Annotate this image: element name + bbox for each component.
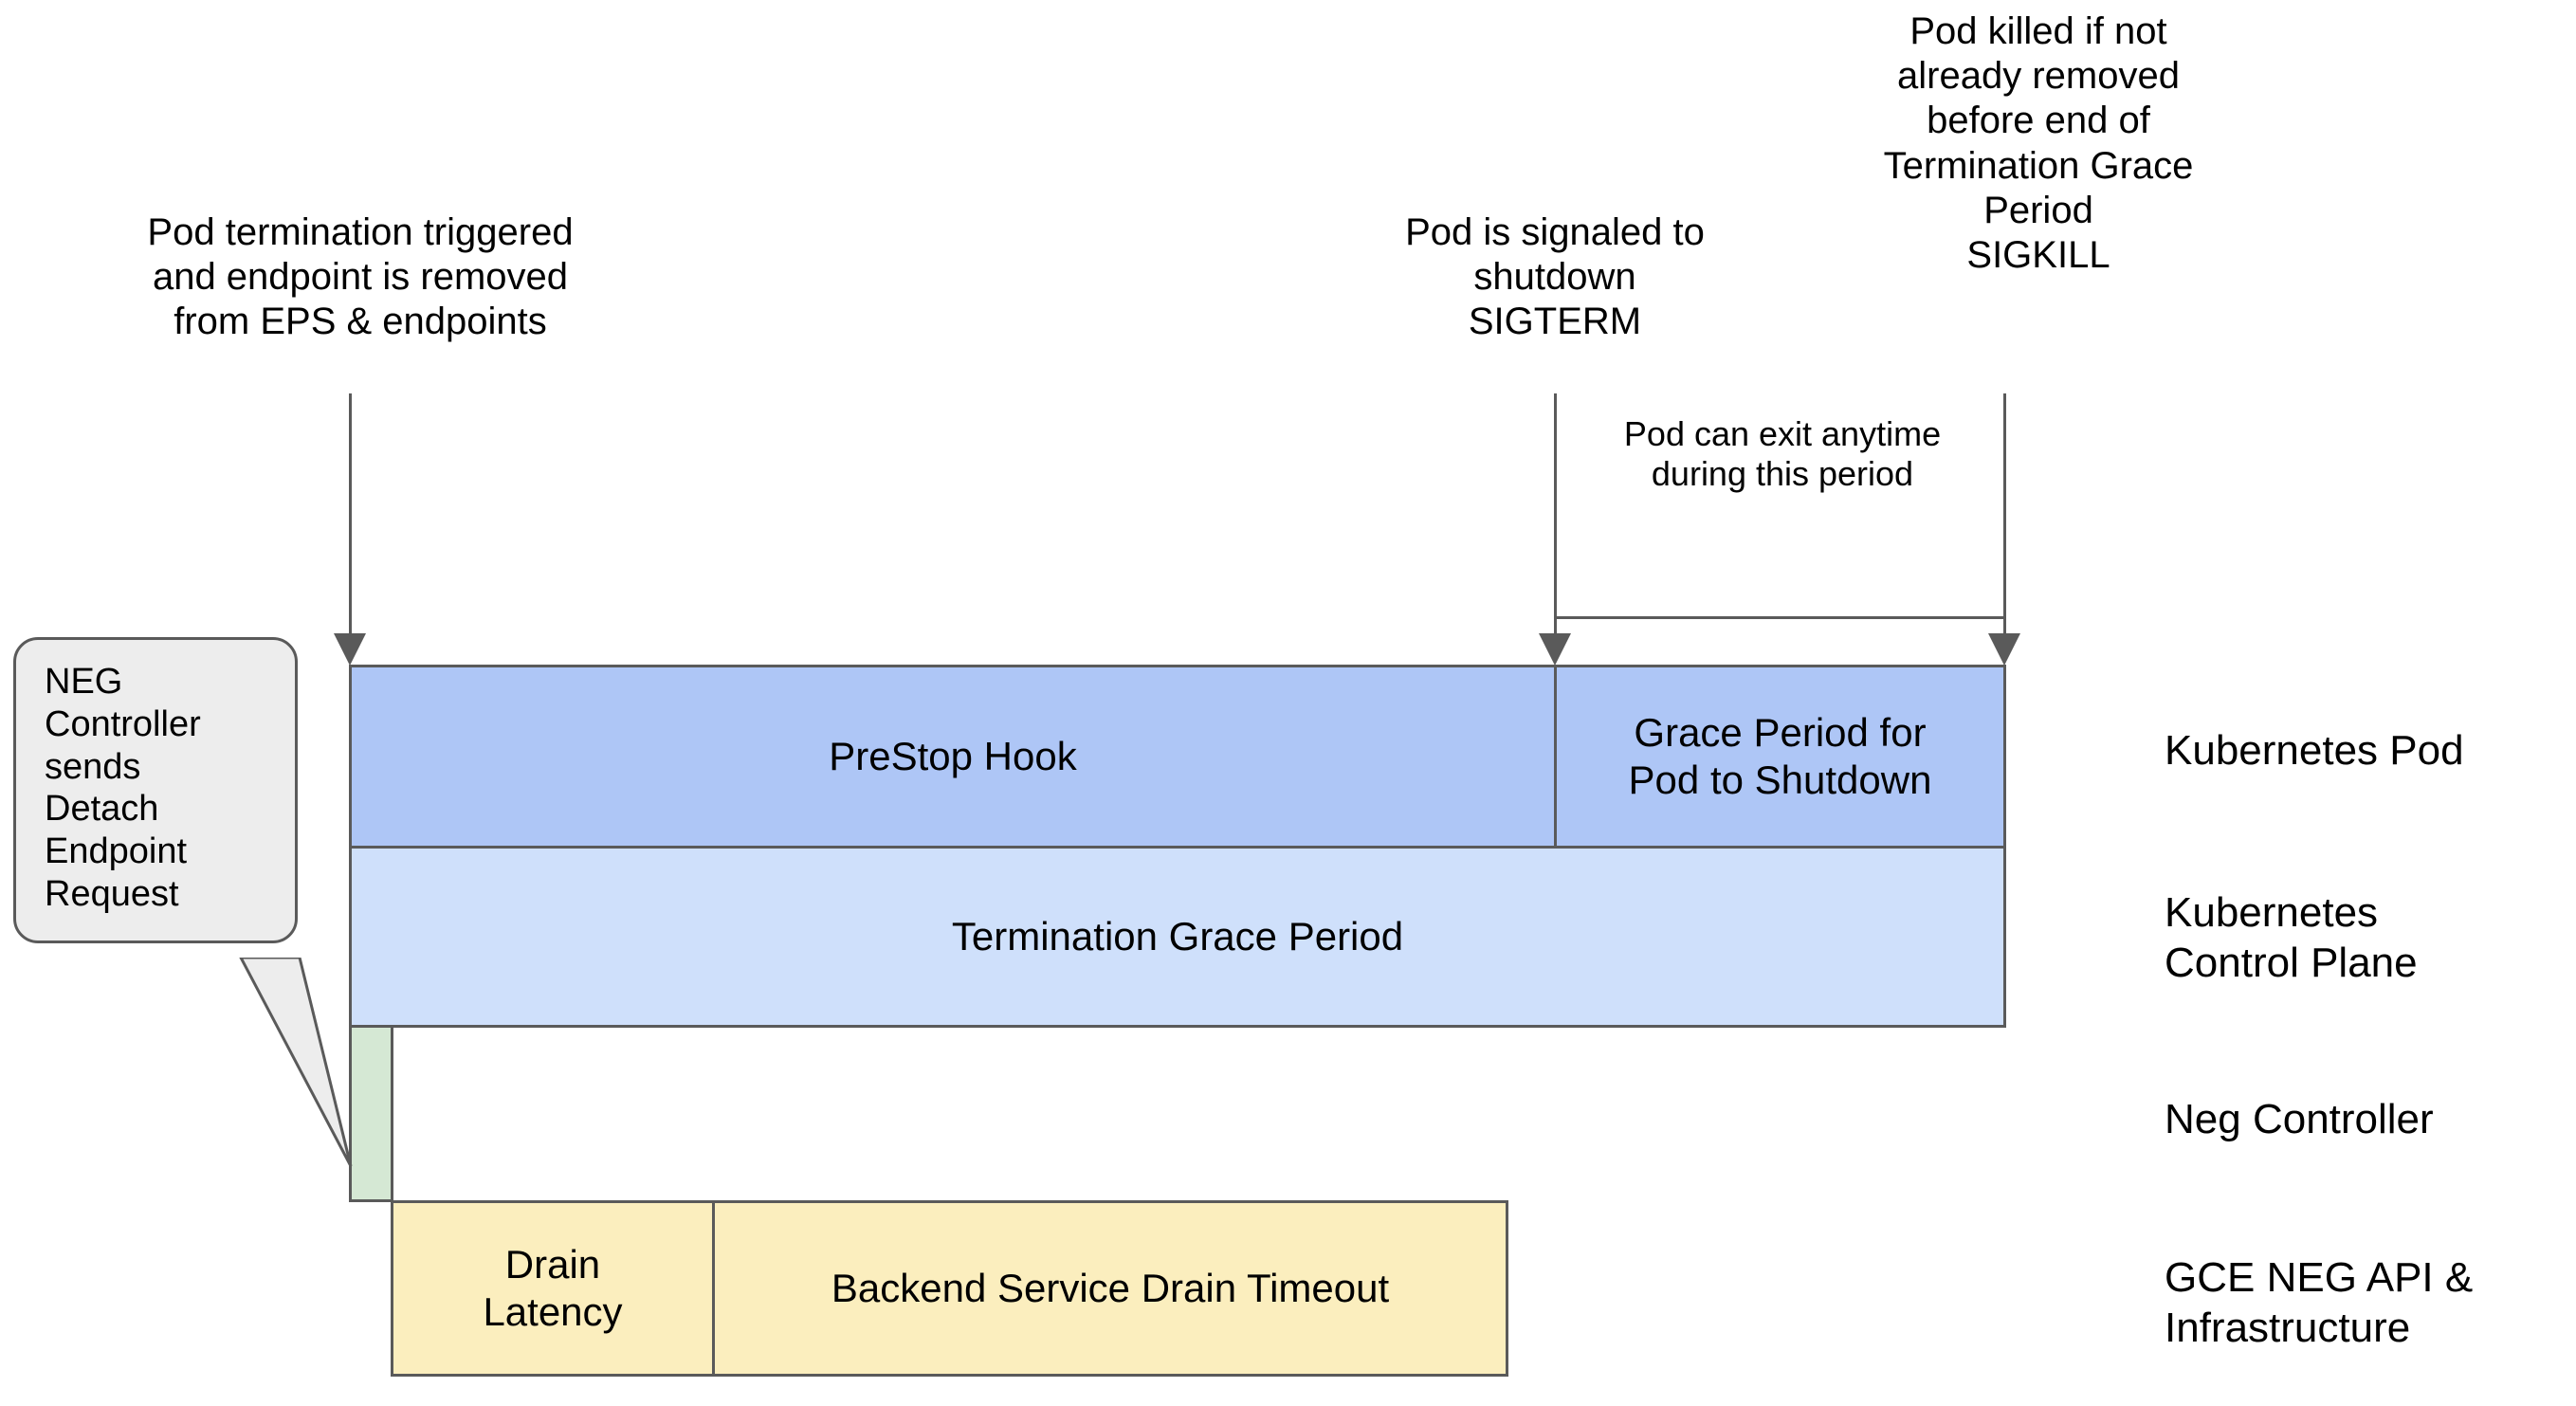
bar-neg-detach-endpoint[interactable]	[349, 1025, 393, 1202]
bar-prestop-hook[interactable]: PreStop Hook	[349, 665, 1557, 849]
annotation-pod-termination-triggered: Pod termination triggered and endpoint i…	[147, 211, 574, 343]
arrowhead-sigkill-icon	[1988, 633, 2020, 666]
bar-label-grace-period: Grace Period for Pod to Shutdown	[1628, 709, 1932, 802]
bar-drain-latency[interactable]: Drain Latency	[391, 1200, 715, 1377]
bar-label-prestop-hook: PreStop Hook	[829, 733, 1077, 778]
lane-label-gce-neg-api-infrastructure: GCE NEG API & Infrastructure	[2165, 1254, 2474, 1351]
bar-label-termination-grace-period: Termination Grace Period	[951, 913, 1404, 959]
lane-label-neg-controller: Neg Controller	[2165, 1096, 2434, 1142]
bar-label-drain-latency: Drain Latency	[483, 1241, 623, 1334]
lane-label-kubernetes-control-plane: Kubernetes Control Plane	[2165, 889, 2418, 986]
arrowhead-sigterm-icon	[1539, 633, 1571, 666]
arrowhead-pod-termination-icon	[334, 633, 366, 666]
arrow-line-sigkill	[2003, 393, 2006, 637]
annotation-sigkill: Pod killed if not already removed before…	[1883, 10, 2194, 276]
arrow-line-pod-termination	[349, 393, 352, 637]
annotation-pod-can-exit: Pod can exit anytime during this period	[1623, 414, 1942, 494]
bar-termination-grace-period[interactable]: Termination Grace Period	[349, 846, 2006, 1028]
bar-grace-period-for-pod-to-shutdown[interactable]: Grace Period for Pod to Shutdown	[1554, 665, 2006, 849]
annotation-sigterm: Pod is signaled to shutdown SIGTERM	[1405, 211, 1705, 343]
bar-label-backend-service-drain-timeout: Backend Service Drain Timeout	[831, 1265, 1390, 1310]
lane-label-kubernetes-pod: Kubernetes Pod	[2165, 727, 2464, 774]
bar-backend-service-drain-timeout[interactable]: Backend Service Drain Timeout	[712, 1200, 1508, 1377]
callout-neg-detach-endpoint-request: NEG Controller sends Detach Endpoint Req…	[13, 637, 298, 943]
arrow-line-sigterm	[1554, 393, 1557, 637]
bracket-connector-pod-can-exit	[1556, 616, 2004, 619]
